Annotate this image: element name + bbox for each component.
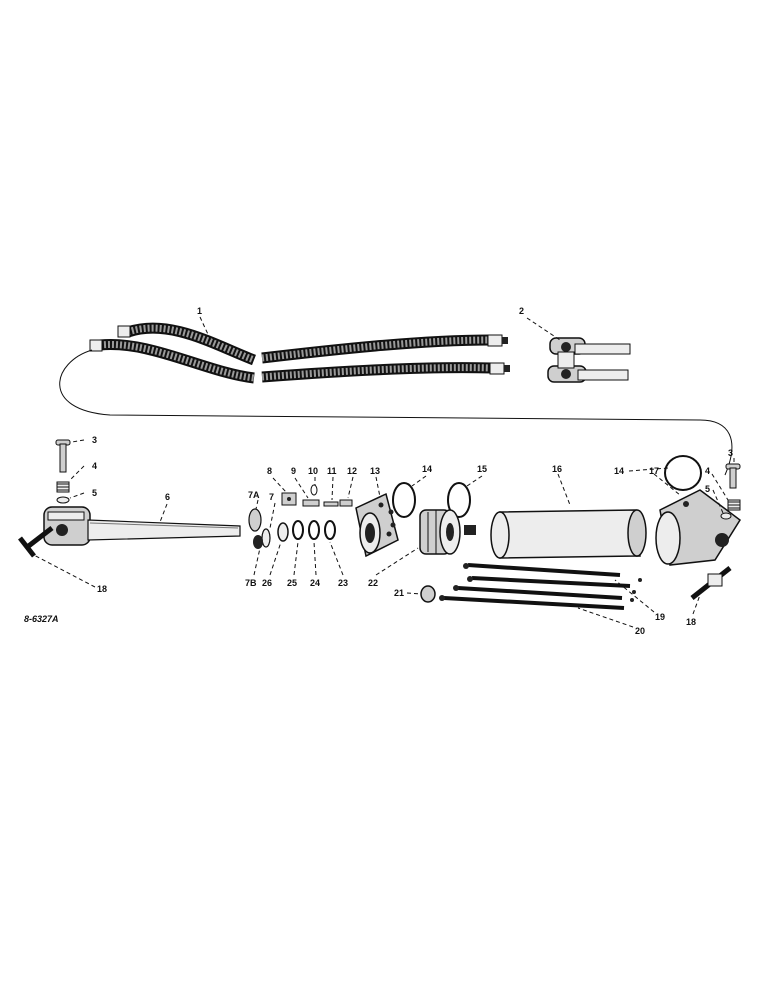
callout-6: 6 — [165, 492, 170, 502]
callout-5-right: 5 — [705, 484, 710, 494]
callout-14-right: 14 — [614, 466, 624, 476]
tie-rods — [420, 563, 642, 610]
callout-3-left: 3 — [92, 435, 97, 445]
right-pin-stack — [720, 463, 741, 520]
small-seals-and-washers — [248, 484, 353, 549]
part-6-piston-rod — [18, 506, 241, 558]
callout-10: 10 — [308, 466, 318, 476]
part-14-o-ring — [392, 482, 416, 518]
callout-18-right: 18 — [686, 617, 696, 627]
part-2-valve-block — [547, 337, 631, 383]
callout-5-left: 5 — [92, 488, 97, 498]
callout-21: 21 — [394, 588, 404, 598]
callout-26: 26 — [262, 578, 272, 588]
part-17-base-end — [655, 455, 742, 600]
callout-4-right: 4 — [705, 466, 710, 476]
callout-23: 23 — [338, 578, 348, 588]
callout-3-right: 3 — [728, 448, 733, 458]
hose-assembly — [59, 322, 733, 476]
callout-14-left: 14 — [422, 464, 432, 474]
callout-11: 11 — [327, 466, 337, 476]
part-22-piston — [419, 509, 476, 555]
callout-20: 20 — [635, 626, 645, 636]
callout-7: 7 — [269, 492, 274, 502]
callout-25: 25 — [287, 578, 297, 588]
left-pin-stack — [55, 439, 71, 504]
diagram-code: 8-6327A — [24, 614, 59, 624]
callout-24: 24 — [310, 578, 320, 588]
callout-22: 22 — [368, 578, 378, 588]
callout-17: 17 — [649, 466, 659, 476]
callout-7b: 7B — [245, 578, 257, 588]
part-13-cylinder-head — [355, 492, 399, 558]
leader-lines — [29, 316, 735, 628]
callout-7a: 7A — [248, 490, 260, 500]
callout-13: 13 — [370, 466, 380, 476]
callout-4-left: 4 — [92, 461, 97, 471]
callout-12: 12 — [347, 466, 357, 476]
callout-18-left: 18 — [97, 584, 107, 594]
callout-1: 1 — [197, 306, 202, 316]
callout-2: 2 — [519, 306, 524, 316]
part-16-cylinder-tube — [490, 509, 647, 559]
callout-9: 9 — [291, 466, 296, 476]
callout-16: 16 — [552, 464, 562, 474]
callout-15: 15 — [477, 464, 487, 474]
part-15-o-ring — [447, 482, 471, 518]
callout-labels: 1 2 3 4 5 6 7A 7 7B 8 9 10 11 12 13 14 1… — [24, 306, 733, 636]
callout-8: 8 — [267, 466, 272, 476]
callout-19: 19 — [655, 612, 665, 622]
